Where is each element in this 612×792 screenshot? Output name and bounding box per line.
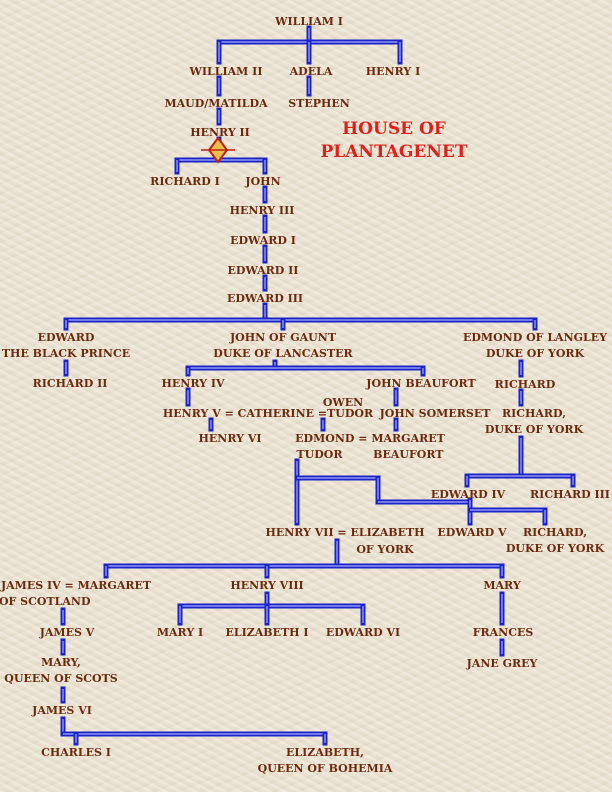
person-richard-ii: RICHARD II	[32, 377, 108, 390]
person-john-beaufort: JOHN BEAUFORT	[366, 377, 476, 390]
person-henry-iv: HENRY IV	[161, 377, 225, 390]
person-john-of-gaunt: JOHN OF GAUNT DUKE OF LANCASTER	[213, 331, 353, 360]
person-edward-ii: EDWARD II	[227, 264, 299, 277]
person-henry-v-catherine: HENRY V = CATHERINE =TUDOR	[162, 407, 374, 420]
person-mary-tudor: MARY	[483, 579, 521, 592]
person-edward-v: EDWARD V	[437, 526, 507, 539]
person-william-ii: WILLIAM II	[189, 65, 263, 78]
person-john-somerset: JOHN SOMERSET	[379, 407, 491, 420]
person-henry-i: HENRY I	[365, 65, 421, 78]
person-edward-i: EDWARD I	[230, 234, 296, 247]
person-edward-iv: EDWARD IV	[430, 488, 506, 501]
person-edward-black-prince: EDWARD THE BLACK PRINCE	[1, 331, 131, 360]
person-james-v: JAMES V	[39, 626, 95, 639]
person-henry-ii: HENRY II	[190, 126, 250, 139]
person-richard-iii: RICHARD III	[530, 488, 610, 501]
tree-connectors	[60, 25, 576, 746]
person-richard-i: RICHARD I	[150, 175, 220, 188]
person-elizabeth-i: ELIZABETH I	[225, 626, 309, 639]
person-adela: ADELA	[289, 65, 333, 78]
person-richard-york: RICHARD	[494, 378, 556, 391]
person-edmond-margaret: EDMOND = MARGARET TUDOR BEAUFORT	[295, 432, 445, 461]
person-stephen: STEPHEN	[288, 97, 350, 110]
person-henry-vii-elizabeth: HENRY VII = ELIZABETH	[265, 526, 425, 539]
person-james-vi: JAMES VI	[32, 704, 92, 717]
person-edmond-of-langley: EDMOND OF LANGLEY DUKE OF YORK	[462, 331, 608, 360]
person-maud-matilda: MAUD/MATILDA	[164, 97, 268, 110]
person-james-iv-margaret: JAMES IV = MARGARET OF SCOTLAND	[0, 579, 152, 608]
person-elizabeth-of-york: OF YORK	[356, 543, 414, 556]
marriage-diamond-icon	[201, 136, 235, 164]
person-richard-duke-of-york: RICHARD, DUKE OF YORK	[484, 407, 584, 436]
person-mary-queen-of-scots: MARY, QUEEN OF SCOTS	[4, 656, 118, 685]
person-william-i: WILLIAM I	[275, 15, 343, 28]
person-frances: FRANCES	[472, 626, 534, 639]
person-edward-iii: EDWARD III	[226, 292, 304, 305]
person-owen: OWEN	[322, 396, 364, 409]
person-elizabeth-of-bohemia: ELIZABETH, QUEEN OF BOHEMIA	[257, 746, 393, 775]
person-henry-iii: HENRY III	[229, 204, 295, 217]
person-jane-grey: JANE GREY	[466, 657, 538, 670]
person-henry-viii: HENRY VIII	[230, 579, 304, 592]
person-edward-vi: EDWARD VI	[325, 626, 401, 639]
tree-title: HOUSE OF PLANTAGENET	[320, 119, 468, 162]
person-charles-i: CHARLES I	[41, 746, 111, 759]
person-richard-duke-of-york-2: RICHARD, DUKE OF YORK	[505, 526, 605, 555]
person-henry-vi: HENRY VI	[198, 432, 262, 445]
person-john: JOHN	[245, 175, 281, 188]
person-mary-i: MARY I	[156, 626, 204, 639]
